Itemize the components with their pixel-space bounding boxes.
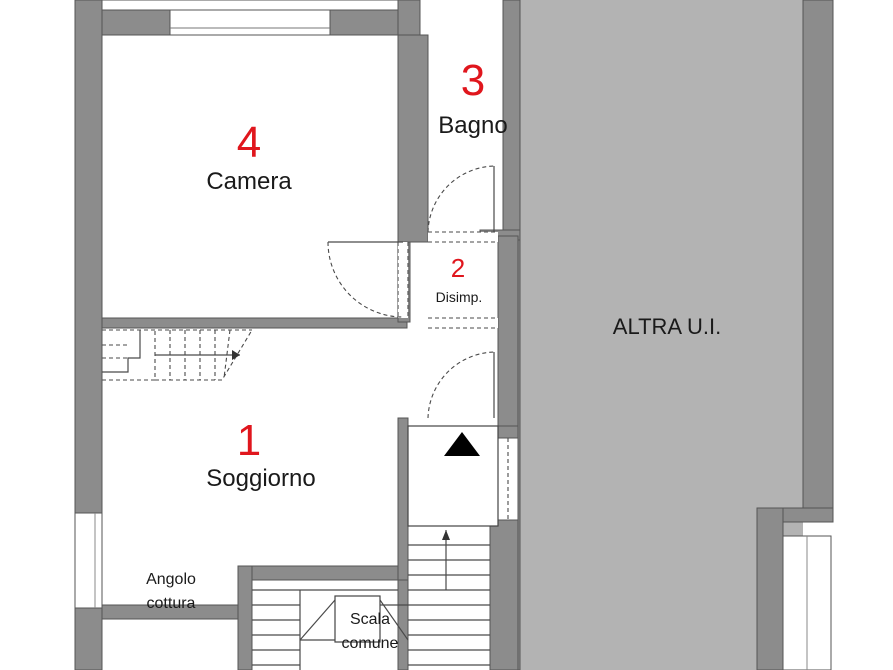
walls bbox=[74, 0, 521, 670]
room-4-number: 4 bbox=[237, 118, 261, 167]
other-unit-label: ALTRA U.I. bbox=[613, 314, 721, 339]
room-1-name: Soggiorno bbox=[206, 465, 315, 492]
room-4-name: Camera bbox=[206, 168, 292, 195]
stairs-label-line-2: comune bbox=[342, 635, 399, 652]
internal-stair bbox=[102, 329, 253, 381]
room-3: 3 Bagno bbox=[438, 56, 507, 139]
room-3-number: 3 bbox=[461, 56, 485, 105]
room-2-number: 2 bbox=[451, 253, 465, 283]
room-1-number: 1 bbox=[237, 416, 261, 465]
room-2: 2 Disimp. bbox=[436, 253, 483, 305]
room-4: 4 Camera bbox=[206, 118, 292, 195]
room-3-name: Bagno bbox=[438, 112, 507, 139]
other-unit-area bbox=[507, 0, 834, 670]
doors bbox=[327, 165, 519, 527]
kitchen-label-line-1: Angolo bbox=[146, 571, 196, 588]
kitchen-label-line-2: cottura bbox=[147, 595, 196, 612]
room-2-name: Disimp. bbox=[436, 289, 483, 305]
common-stair bbox=[252, 530, 490, 670]
entrance-marker bbox=[444, 432, 480, 456]
room-1: 1 Soggiorno bbox=[206, 416, 315, 492]
stairs-label-line-1: Scala bbox=[350, 611, 390, 628]
